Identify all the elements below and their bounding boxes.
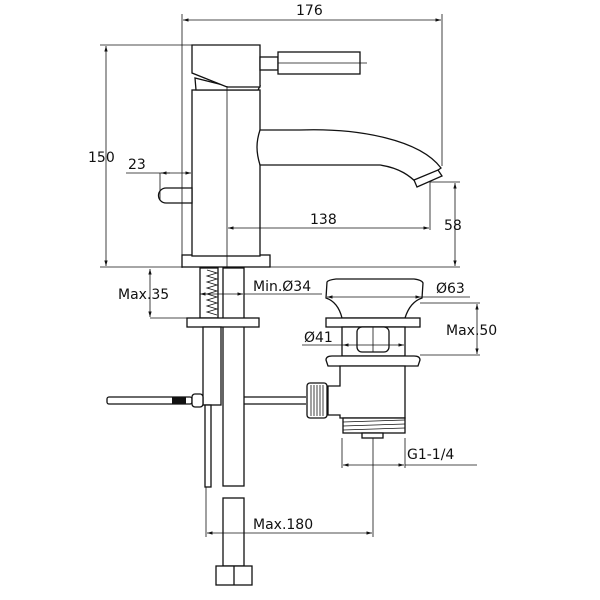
dim-body-diameter: Ø41 [302,330,404,347]
pull-rod-knob [157,187,193,204]
aerator [413,169,443,188]
tap-column [191,89,261,257]
dim-label-thread: G1-1/4 [407,447,454,463]
dim-label-138: 138 [310,212,337,228]
dim-max-deck: Max.35 [118,269,188,319]
waste-lower-flange [325,355,421,367]
fixing-tube [202,326,222,406]
lever-stem [259,56,279,71]
lift-rod-knurl [172,397,186,404]
dim-label-176: 176 [296,3,323,19]
tap-body [157,44,443,268]
dim-overall-height: 150 [88,44,460,268]
dim-label-max50: Max.50 [446,323,497,339]
dim-min-hole: Min.Ø34 [200,279,322,296]
waste-body [327,365,406,419]
dim-spout-reach: 138 [228,182,431,230]
dim-label-max35: Max.35 [118,287,169,303]
waste-flange [325,317,421,328]
tap-base [181,254,271,268]
waste-pin [361,432,384,439]
dim-thread: G1-1/4 [341,438,477,468]
washer [186,317,260,328]
mounting-assembly [106,267,306,586]
lever-head [191,44,261,88]
dim-label-max180: Max.180 [253,517,313,533]
fixing-rod [204,404,212,488]
dim-pull-rod-offset: 23 [126,157,191,200]
supply-hose-upper [222,267,245,487]
dim-label-58: 58 [444,218,462,234]
dim-label-min34: Min.Ø34 [253,279,311,295]
dim-cap-diameter: Ø63 [327,281,470,299]
waste-cap [325,278,424,319]
dim-label-23: 23 [128,157,146,173]
pop-up-waste [306,278,424,439]
dim-max-centre: Max.180 [205,438,374,537]
dim-overall-width: 176 [181,3,443,268]
supply-hose-lower [222,497,245,567]
dim-label-150: 150 [88,150,115,166]
dim-label-63: Ø63 [436,281,465,297]
dim-spout-height: 58 [430,181,462,266]
dim-label-41: Ø41 [304,330,333,346]
dim-max-basin: Max.50 [420,302,497,356]
rod-clamp [191,393,204,408]
spout [256,129,442,185]
